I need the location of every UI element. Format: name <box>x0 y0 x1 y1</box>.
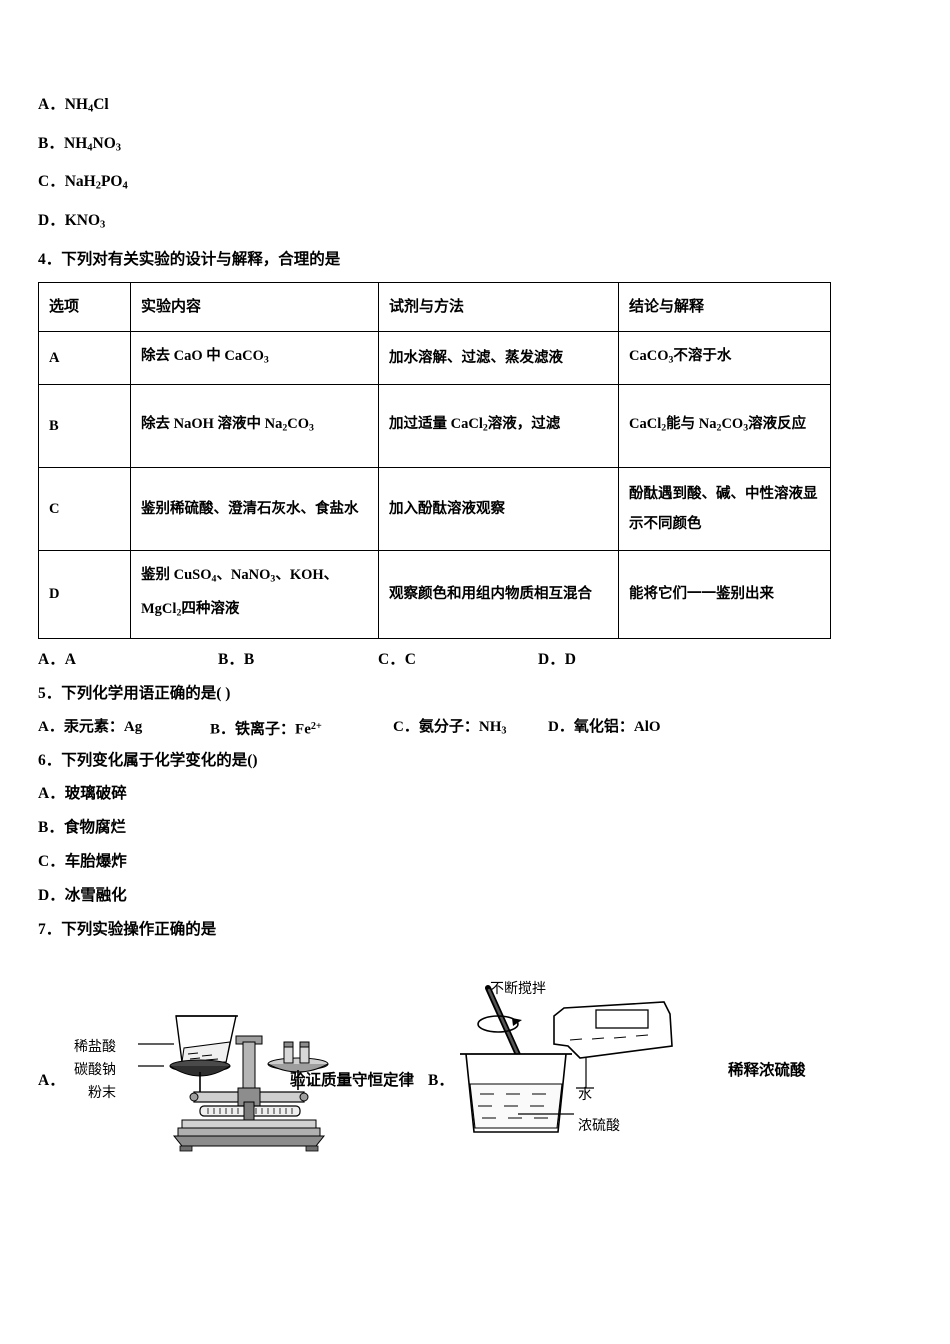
question4-answer-options: A．A B．B C．C D．D <box>38 643 838 677</box>
row-conclusion: CaCl2能与 Na2CO3溶液反应 <box>618 383 831 468</box>
table-row: D 鉴别 CuSO4、NaNO3、KOH、MgCl2四种溶液 观察颜色和用组内物… <box>38 549 831 639</box>
table-row: C 鉴别稀硫酸、澄清石灰水、食盐水 加入酚酞溶液观察 酚酞遇到酸、碱、中性溶液显… <box>38 466 831 551</box>
row-reagent-method: 加过适量 CaCl2溶液，过滤 <box>378 383 619 468</box>
answer-option-b: B．B <box>218 650 255 668</box>
figure-a-annotation-dilute-hcl: 稀盐酸 <box>74 1038 116 1055</box>
option-letter: A． <box>38 784 65 802</box>
row-option-letter: C <box>38 466 131 551</box>
page-content: A．NH4Cl B．NH4NO3 C．NaH2PO4 D．KNO3 4．下列对有… <box>38 88 838 1152</box>
question5-stem: 5．下列化学用语正确的是( ) <box>38 684 231 702</box>
balance-scale-icon <box>138 1015 329 1152</box>
row-experiment-content: 除去 NaOH 溶液中 Na2CO3 <box>130 383 379 468</box>
row-option-letter: B <box>38 383 131 468</box>
row-reagent-method: 加入酚酞溶液观察 <box>378 466 619 551</box>
question5-option-c: C．氨分子：NH3 <box>393 718 507 737</box>
row-conclusion: 能将它们一一鉴别出来 <box>618 549 831 639</box>
figure-b-annotation-concentrated-acid: 浓硫酸 <box>578 1117 620 1134</box>
row-reagent-method: 观察颜色和用组内物质相互混合 <box>378 549 619 639</box>
question6-option-d: D．冰雪融化 <box>38 879 838 913</box>
question5-option-b: B．铁离子：Fe2+ <box>210 720 322 738</box>
question6-option-c: C．车胎爆炸 <box>38 845 838 879</box>
table-header-conclusion: 结论与解释 <box>618 281 831 332</box>
table-header-option: 选项 <box>38 281 131 332</box>
row-experiment-content: 鉴别 CuSO4、NaNO3、KOH、MgCl2四种溶液 <box>130 549 379 639</box>
row-experiment-content: 鉴别稀硫酸、澄清石灰水、食盐水 <box>130 466 379 551</box>
option-letter: A． <box>38 96 65 113</box>
question5-options: A．汞元素：Ag B．铁离子：Fe2+ C．氨分子：NH3 D．氧化铝：AlO <box>38 710 838 744</box>
row-conclusion: 酚酞遇到酸、碱、中性溶液显示不同颜色 <box>618 466 831 551</box>
figure-a-caption: 验证质量守恒定律 <box>290 1071 415 1089</box>
option-text: 车胎爆炸 <box>64 852 127 870</box>
question5-option-d: D．氧化铝：AlO <box>548 718 661 735</box>
option-formula: KNO3 <box>64 211 106 231</box>
answer-option-c: C．C <box>378 650 416 668</box>
figure-b-caption: 稀释浓硫酸 <box>728 1061 806 1079</box>
question3-option-d: D．KNO3 <box>38 204 838 243</box>
row-experiment-content: 除去 CaO 中 CaCO3 <box>130 330 379 385</box>
answer-option-a: A．A <box>38 650 76 668</box>
row-reagent-method: 加水溶解、过滤、蒸发滤液 <box>378 330 619 385</box>
figure-b-annotation-water: 水 <box>578 1086 592 1103</box>
question6-stem: 6．下列变化属于化学变化的是() <box>38 751 258 769</box>
option-letter: D． <box>38 886 65 904</box>
row-conclusion: CaCO3不溶于水 <box>618 330 831 385</box>
table-header-content: 实验内容 <box>130 281 379 332</box>
question6-option-a: A．玻璃破碎 <box>38 777 838 811</box>
question7-figures: A． 稀盐酸 碳酸钠 粉末 <box>38 962 838 1152</box>
dilute-sulfuric-acid-setup-icon <box>460 984 673 1133</box>
option-letter: B． <box>38 818 64 836</box>
option-letter: C． <box>38 173 65 191</box>
question3-option-c: C．NaH2PO4 <box>38 165 838 204</box>
question6-option-b: B．食物腐烂 <box>38 811 838 845</box>
option-letter: D． <box>38 211 65 229</box>
figure-b-letter: B． <box>428 1071 454 1089</box>
table-header-row: 选项 实验内容 试剂与方法 结论与解释 <box>38 281 831 332</box>
option-letter: B． <box>38 134 64 152</box>
figure-a-annotation-sodium-carbonate: 碳酸钠 <box>74 1061 116 1078</box>
table-row: A 除去 CaO 中 CaCO3 加水溶解、过滤、蒸发滤液 CaCO3不溶于水 <box>38 330 831 385</box>
option-text: 食物腐烂 <box>64 818 127 836</box>
experiment-design-table: 选项 实验内容 试剂与方法 结论与解释 A 除去 CaO 中 CaCO3 加水溶… <box>38 281 831 639</box>
figure-a-annotation-powder: 粉末 <box>88 1084 116 1101</box>
option-text: 玻璃破碎 <box>64 784 127 802</box>
question4-stem: 4．下列对有关实验的设计与解释，合理的是 <box>38 250 341 268</box>
question3-option-b: B．NH4NO3 <box>38 127 838 166</box>
table-header-method: 试剂与方法 <box>378 281 619 332</box>
option-formula: NH4Cl <box>64 96 109 115</box>
option-letter: C． <box>38 852 65 870</box>
question3-options-group: A．NH4Cl B．NH4NO3 C．NaH2PO4 D．KNO3 <box>38 88 838 243</box>
figure-b-annotation-keep-stirring: 不断搅拌 <box>490 980 546 997</box>
row-option-letter: D <box>38 549 131 639</box>
row-option-letter: A <box>38 330 131 385</box>
option-formula: NH4NO3 <box>64 134 122 154</box>
answer-option-d: D．D <box>538 650 576 668</box>
question6-options-group: A．玻璃破碎 B．食物腐烂 C．车胎爆炸 D．冰雪融化 <box>38 777 838 913</box>
option-text: 冰雪融化 <box>64 886 127 904</box>
figure-a-letter: A． <box>38 1071 65 1089</box>
question5-option-a: A．汞元素：Ag <box>38 718 143 735</box>
question7-stem: 7．下列实验操作正确的是 <box>38 920 217 938</box>
option-formula: NaH2PO4 <box>64 173 128 192</box>
question3-option-a: A．NH4Cl <box>38 88 838 127</box>
table-row: B 除去 NaOH 溶液中 Na2CO3 加过适量 CaCl2溶液，过滤 CaC… <box>38 383 831 468</box>
